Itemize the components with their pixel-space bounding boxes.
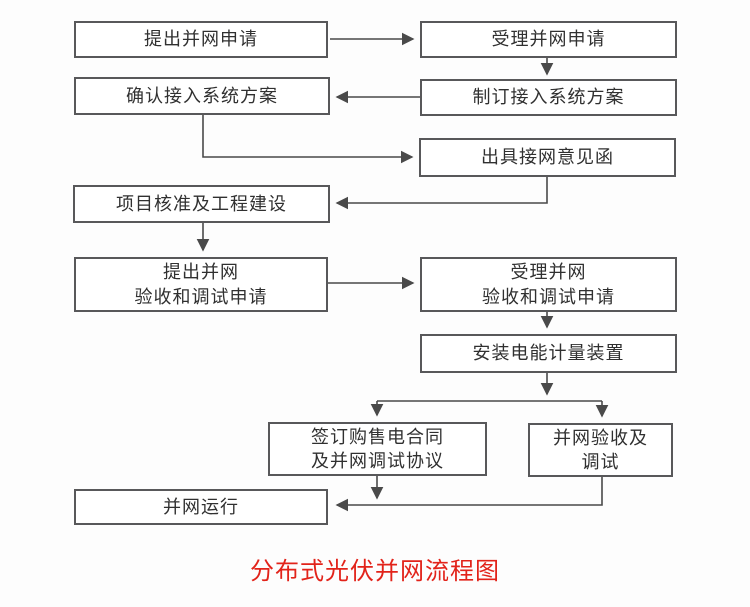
node-label: 安装电能计量装置	[472, 343, 625, 364]
node-confirm-access-plan: 确认接入系统方案	[74, 77, 330, 115]
node-label: 并网验收及 调试	[553, 427, 648, 472]
node-accept-acceptance-debug-application: 受理并网 验收和调试申请	[420, 257, 677, 312]
diagram-title: 分布式光伏并网流程图	[250, 558, 500, 585]
node-submit-acceptance-debug-application: 提出并网 验收和调试申请	[74, 257, 328, 312]
node-label: 确认接入系统方案	[126, 85, 278, 106]
node-submit-grid-application: 提出并网申请	[74, 21, 328, 58]
node-label: 制订接入系统方案	[472, 87, 625, 108]
node-draft-access-plan: 制订接入系统方案	[420, 79, 677, 116]
node-label: 受理并网申请	[491, 29, 606, 50]
node-project-approval-construction: 项目核准及工程建设	[73, 185, 330, 223]
node-issue-grid-opinion-letter: 出具接网意见函	[419, 138, 676, 177]
node-sign-contract-agreement: 签订购售电合同 及并网调试协议	[268, 422, 487, 476]
node-label: 签订购售电合同 及并网调试协议	[311, 426, 444, 471]
node-grid-operation: 并网运行	[74, 489, 328, 525]
node-label: 提出并网申请	[144, 29, 258, 50]
node-label: 并网运行	[163, 496, 239, 517]
node-install-metering-device: 安装电能计量装置	[420, 334, 677, 373]
node-label: 提出并网 验收和调试申请	[134, 262, 268, 307]
node-label: 受理并网 验收和调试申请	[482, 262, 615, 307]
edge-n3-n5	[202, 115, 414, 164]
node-label: 项目核准及工程建设	[116, 193, 287, 214]
edge-n5-n6	[335, 177, 548, 210]
edge-n11-n12	[335, 477, 603, 512]
node-grid-acceptance-debug: 并网验收及 调试	[528, 423, 673, 477]
node-accept-grid-application: 受理并网申请	[420, 21, 677, 58]
node-label: 出具接网意见函	[481, 147, 614, 168]
